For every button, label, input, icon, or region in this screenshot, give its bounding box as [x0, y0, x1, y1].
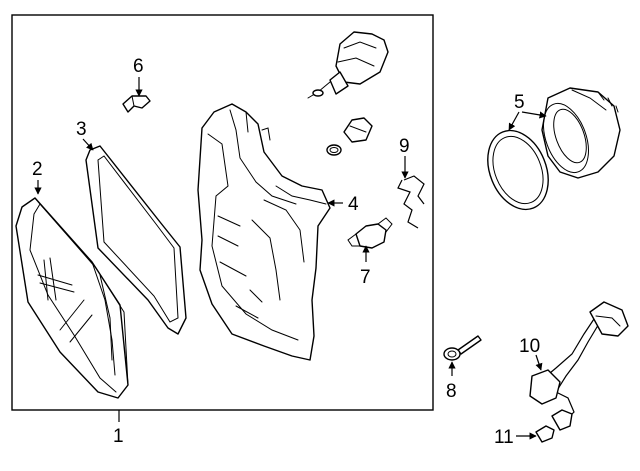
side-marker-bulb[interactable] — [347, 217, 393, 249]
callout-11: 11 — [494, 427, 514, 448]
callout-7: 7 — [360, 267, 371, 288]
headlamp-housing[interactable] — [197, 103, 331, 361]
lens-gasket[interactable] — [85, 145, 187, 335]
callout-2: 2 — [32, 159, 43, 180]
headlamp-bulb[interactable] — [307, 31, 389, 99]
callout-9: 9 — [399, 136, 410, 157]
adjuster-bolt[interactable] — [443, 335, 482, 361]
leader-lines — [34, 77, 547, 440]
callout-4: 4 — [348, 194, 359, 215]
callout-8: 8 — [446, 381, 457, 402]
callout-5: 5 — [514, 92, 525, 113]
assembly-frame — [11, 14, 434, 411]
callout-1: 1 — [113, 426, 124, 447]
callout-6: 6 — [133, 56, 144, 77]
side-marker-lamp[interactable] — [477, 87, 621, 219]
retaining-spring[interactable] — [397, 175, 425, 229]
callout-10: 10 — [519, 336, 540, 357]
headlamp-lens[interactable] — [15, 197, 129, 399]
bulb-socket[interactable] — [326, 117, 373, 156]
wiring-harness[interactable] — [529, 301, 629, 431]
callout-3: 3 — [76, 119, 87, 140]
adjuster-clip[interactable] — [122, 95, 151, 113]
wedge-bulb[interactable] — [535, 425, 555, 443]
